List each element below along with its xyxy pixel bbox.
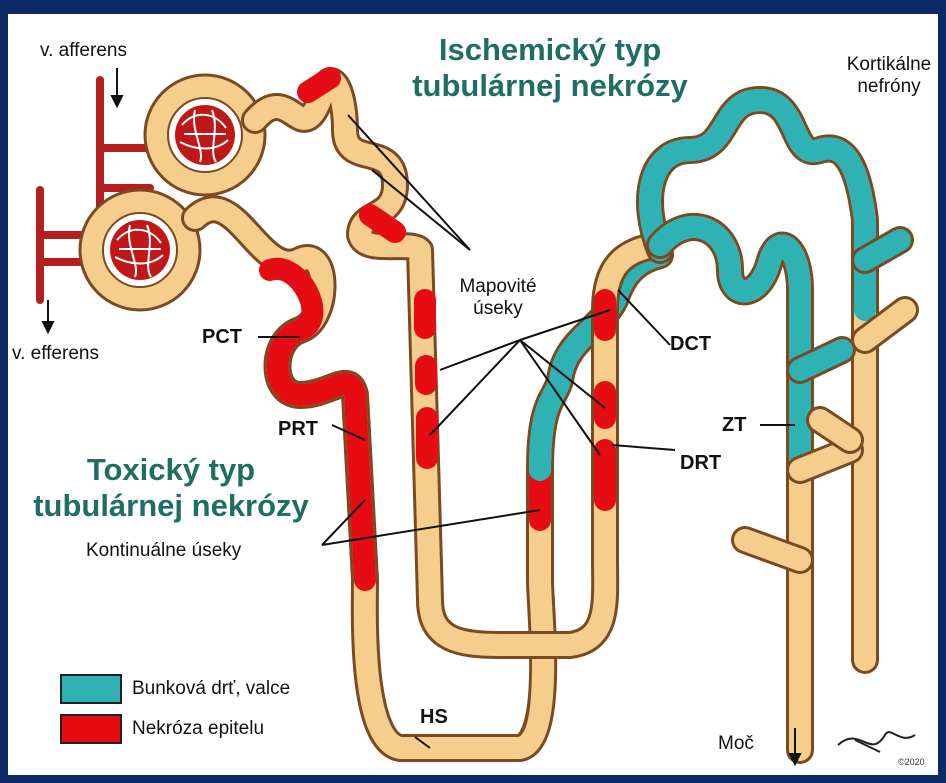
legend-swatch-casts <box>60 674 122 704</box>
label-pct: PCT <box>202 326 242 349</box>
label-kortikalne-line1: Kortikálne <box>836 54 942 76</box>
ischemic-title: Ischemický typ tubulárnej nekrózy <box>400 32 700 104</box>
label-hs: HS <box>420 706 448 729</box>
label-mapovite-line1: Mapovité <box>444 276 552 298</box>
label-kortikalne-nefrony: Kortikálne nefróny <box>836 54 942 98</box>
nephron-ischemic <box>255 78 660 645</box>
legend-swatch-necrosis <box>60 714 122 744</box>
label-dct: DCT <box>670 333 711 356</box>
label-prt: PRT <box>278 418 318 441</box>
signature-mark <box>838 732 915 752</box>
label-v-efferens: v. efferens <box>12 343 99 365</box>
label-moc: Moč <box>718 733 754 755</box>
label-kortikalne-line2: nefróny <box>836 76 942 98</box>
copyright-text: ©2020 <box>898 757 925 767</box>
label-drt: DRT <box>680 452 721 475</box>
label-kontinualne-useky: Kontinuálne úseky <box>86 540 241 562</box>
glomerulus-upper <box>145 75 265 195</box>
label-mapovite-line2: úseky <box>444 298 552 320</box>
toxic-title-line2: tubulárnej nekrózy <box>16 488 326 524</box>
toxic-title-line1: Toxický typ <box>16 452 326 488</box>
label-v-afferens: v. afferens <box>40 40 127 62</box>
label-zt: ZT <box>722 414 746 437</box>
glomerulus-lower <box>80 190 200 310</box>
ischemic-title-line2: tubulárnej nekrózy <box>400 68 700 104</box>
toxic-title: Toxický typ tubulárnej nekrózy <box>16 452 326 524</box>
legend-label-casts: Bunková drť, valce <box>132 678 290 700</box>
label-mapovite-useky: Mapovité úseky <box>444 276 552 320</box>
legend-label-necrosis: Nekróza epitelu <box>132 718 264 740</box>
ischemic-title-line1: Ischemický typ <box>400 32 700 68</box>
